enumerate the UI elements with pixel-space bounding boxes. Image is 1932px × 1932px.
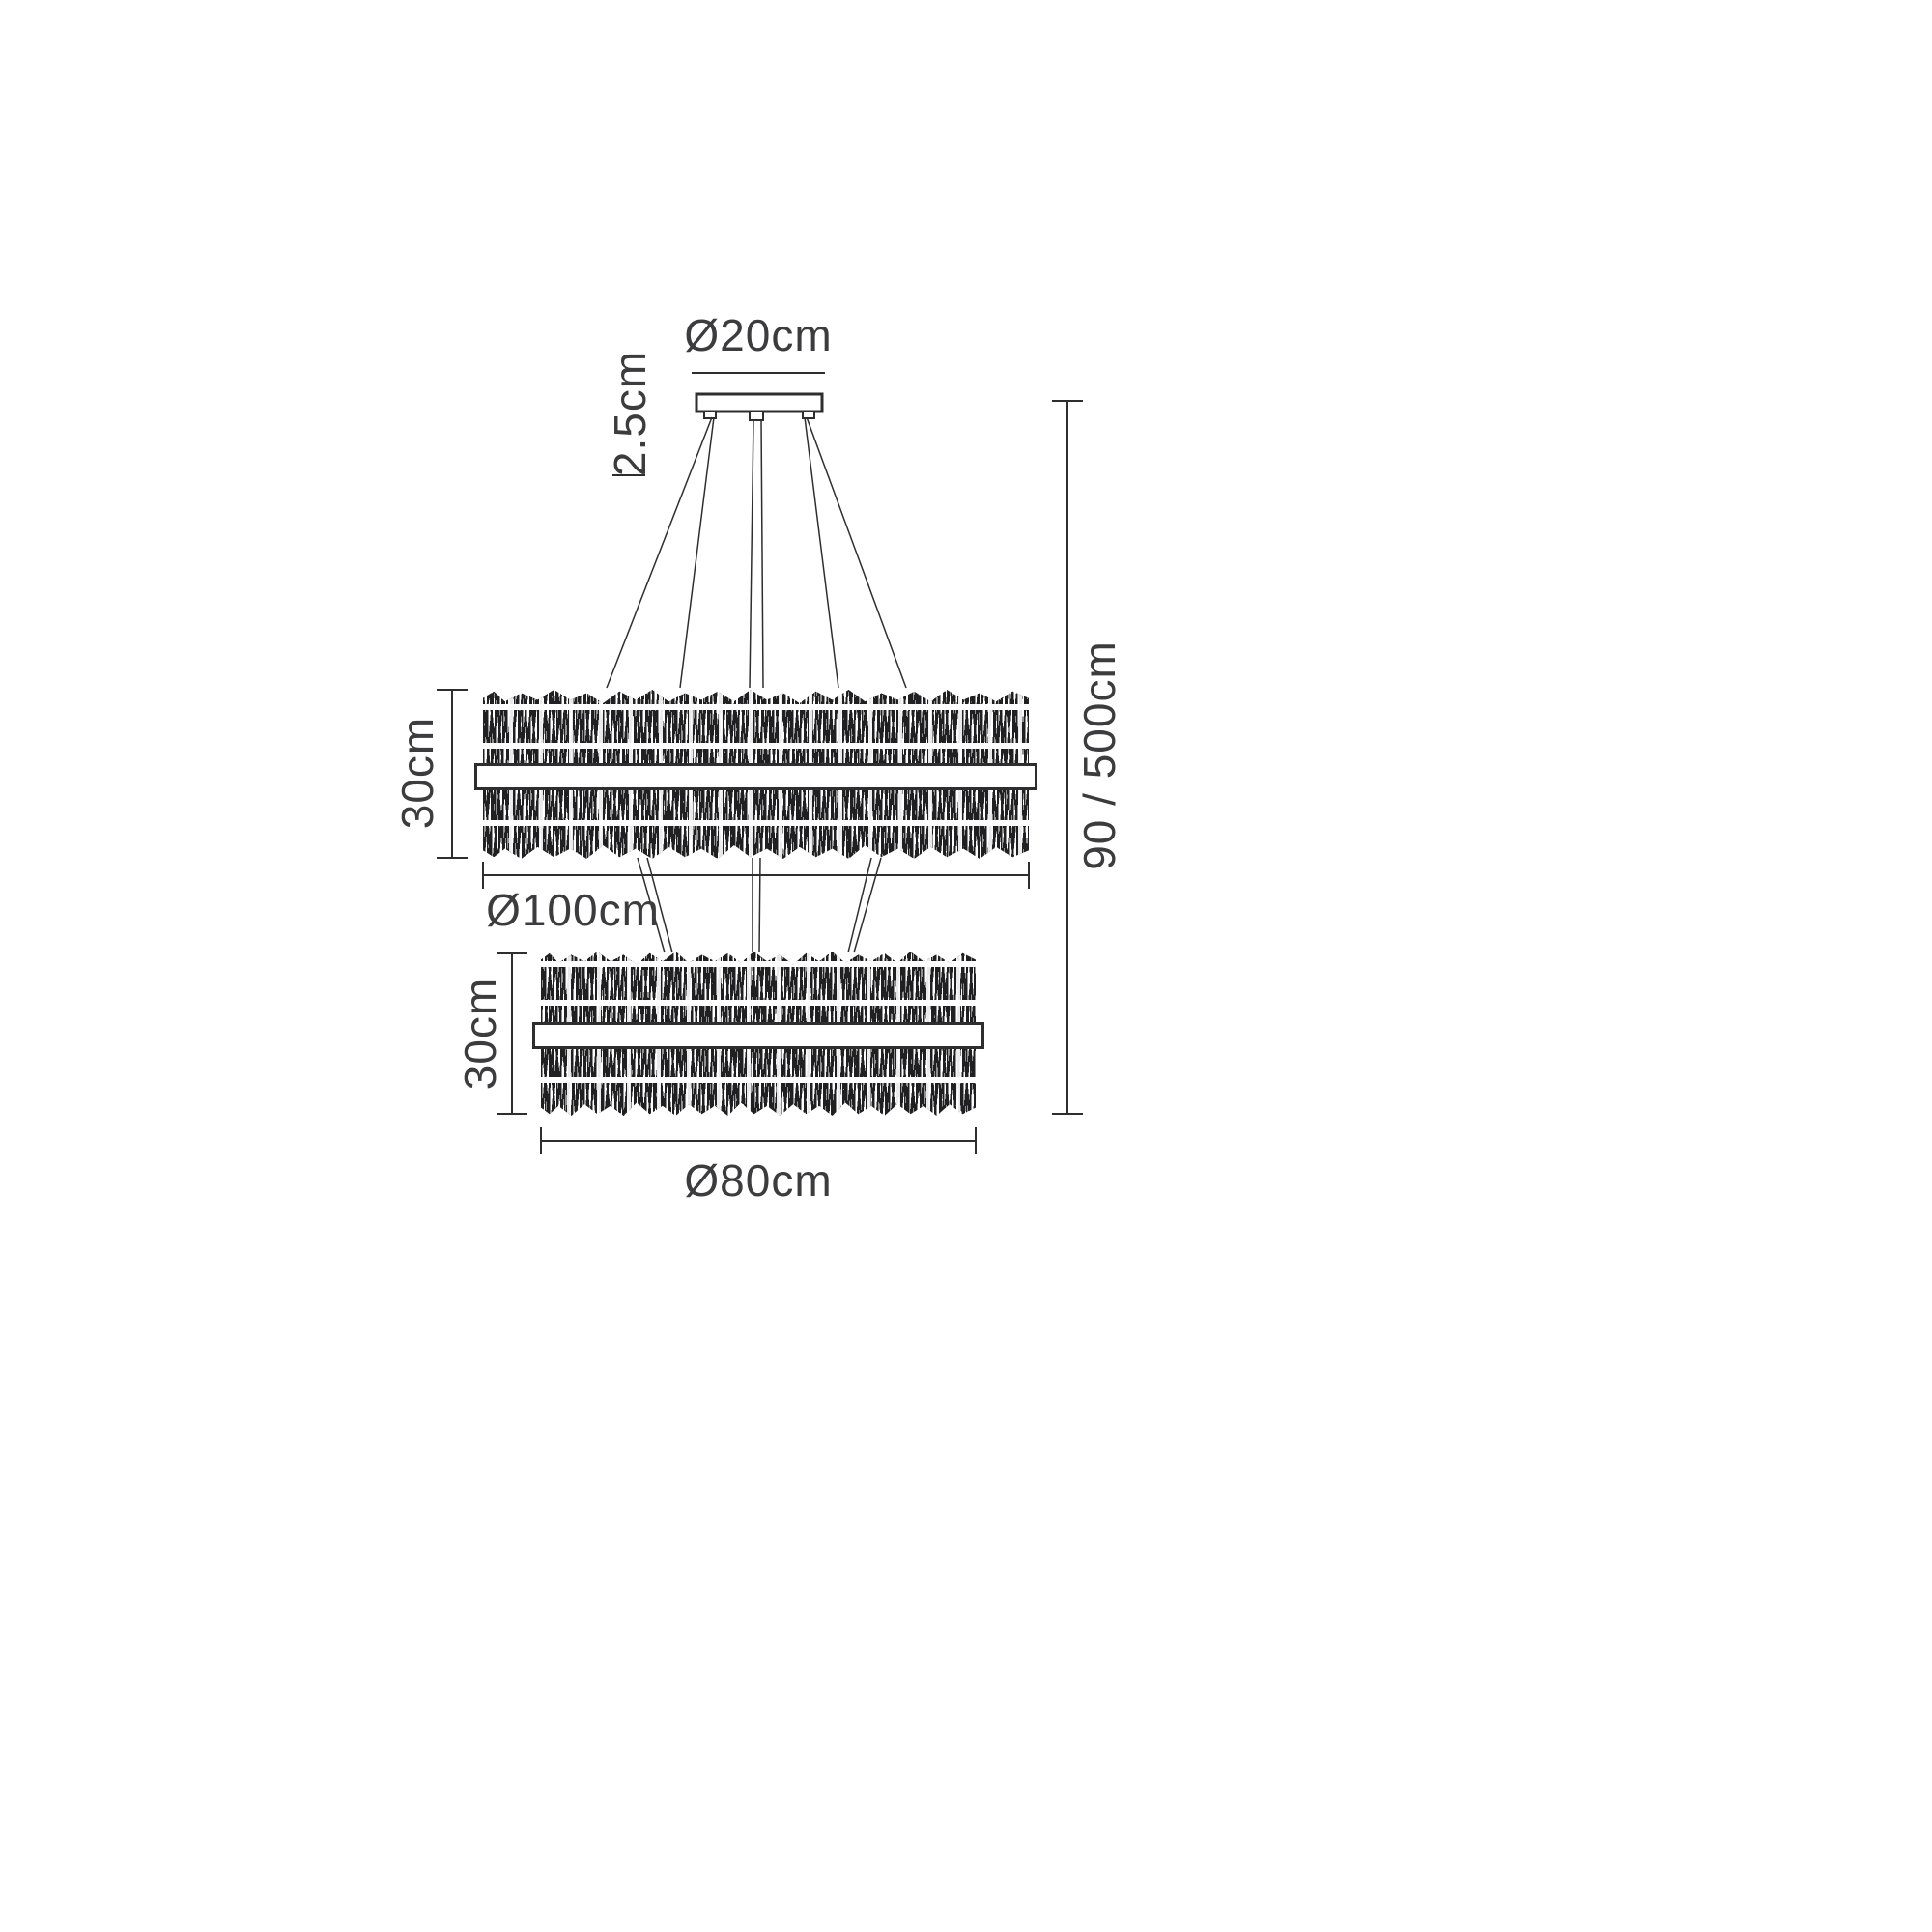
label-canopy-diameter: Ø20cm <box>684 310 833 360</box>
suspension-wires-lower <box>637 857 882 953</box>
ceiling-canopy <box>612 372 825 476</box>
canopy-left-fitting <box>703 411 717 419</box>
canopy-center-fitting <box>749 411 764 421</box>
label-overall-drop: 90 / 500cm <box>1074 640 1124 870</box>
label-lower-tier-diameter: Ø80cm <box>684 1155 833 1206</box>
canopy-plate <box>695 392 824 413</box>
lower-tier-ring-band <box>532 1022 984 1049</box>
label-upper-tier-height: 30cm <box>392 716 442 830</box>
upper-tier-ring-band <box>474 763 1037 790</box>
label-canopy-height: 2.5cm <box>605 350 655 477</box>
canopy-right-fitting <box>802 411 815 419</box>
suspension-wires-upper <box>606 416 907 689</box>
dimension-lines <box>437 400 1083 1154</box>
label-lower-tier-height: 30cm <box>455 977 505 1091</box>
label-upper-tier-diameter: Ø100cm <box>486 885 660 935</box>
